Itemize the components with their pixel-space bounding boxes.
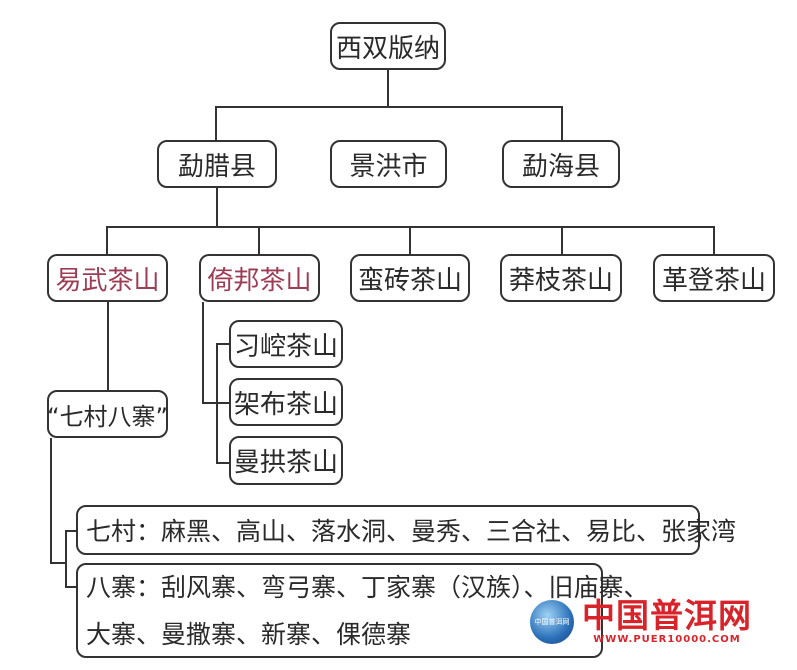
watermark-url: WWW.PUER10000.COM xyxy=(593,634,741,645)
connector xyxy=(106,226,108,254)
node-mengla: 勐腊县 xyxy=(157,140,277,188)
node-gedeng: 革登茶山 xyxy=(653,254,775,302)
connector xyxy=(107,302,109,390)
node-qicun-list: 七村：麻黑、高山、落水洞、曼秀、三合社、易比、张家湾 xyxy=(76,505,736,555)
connector xyxy=(216,188,218,228)
connector xyxy=(561,106,563,140)
connector xyxy=(65,530,67,588)
watermark-name: 中国普洱网 xyxy=(582,596,752,635)
connector xyxy=(65,530,77,532)
connector xyxy=(561,226,563,254)
bazhai-line-2: 大寨、曼撒寨、新寨、倮德寨 xyxy=(86,619,412,649)
connector xyxy=(713,226,715,254)
node-manzhuan: 蛮砖茶山 xyxy=(350,254,470,302)
connector xyxy=(65,586,77,588)
connector xyxy=(215,106,563,108)
node-mangzhi: 莽枝茶山 xyxy=(500,254,622,302)
node-qicun-bazhai: “七村八寨” xyxy=(47,390,168,438)
connector xyxy=(216,343,230,345)
connector xyxy=(258,226,260,254)
node-menghai: 勐海县 xyxy=(502,140,620,188)
node-bazhai-list: 八寨：刮风寨、弯弓寨、丁家寨（汉族）、旧庙寨、 大寨、曼撒寨、新寨、倮德寨 xyxy=(76,563,649,658)
node-yiwu: 易武茶山 xyxy=(47,254,168,302)
connector xyxy=(50,438,52,564)
connector xyxy=(387,70,389,108)
node-yibang: 倚邦茶山 xyxy=(199,254,320,302)
connector xyxy=(215,106,217,140)
node-xishuangbanna: 西双版纳 xyxy=(330,22,446,70)
connector xyxy=(216,462,230,464)
node-jiabu: 架布茶山 xyxy=(229,378,343,426)
node-jinghong: 景洪市 xyxy=(330,140,447,188)
connector xyxy=(202,302,204,404)
watermark-logo: 中国普洱网 中国普洱网 WWW.PUER10000.COM xyxy=(530,598,752,645)
connector xyxy=(409,226,411,254)
connector xyxy=(216,343,218,464)
globe-icon: 中国普洱网 xyxy=(530,599,574,644)
node-mangong: 曼拱茶山 xyxy=(229,436,343,485)
bazhai-line-1: 八寨：刮风寨、弯弓寨、丁家寨（汉族）、旧庙寨、 xyxy=(86,572,649,602)
connector xyxy=(50,562,66,564)
node-xikong: 习崆茶山 xyxy=(229,320,343,368)
